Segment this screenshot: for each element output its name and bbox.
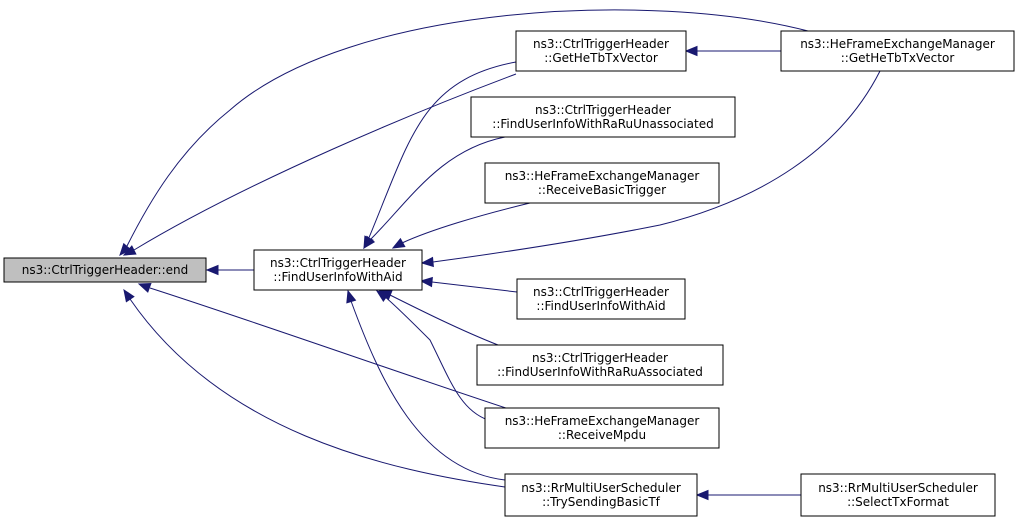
edge-findUnassoc-to-findAid	[363, 136, 506, 250]
arrowhead-icon	[363, 235, 376, 250]
node-findAid2[interactable]: ns3::CtrlTriggerHeader::FindUserInfoWith…	[516, 278, 686, 320]
node-box	[253, 249, 423, 291]
arrowhead-icon	[420, 256, 434, 268]
node-trySend[interactable]: ns3::RrMultiUserScheduler::TrySendingBas…	[504, 473, 698, 517]
node-label-line: ns3::CtrlTriggerHeader::end	[22, 263, 189, 277]
edge-findAssoc-to-findAid	[378, 290, 499, 346]
node-box	[470, 96, 736, 138]
node-label-line: ns3::CtrlTriggerHeader	[270, 256, 406, 270]
arrowhead-icon	[346, 289, 357, 304]
node-label-line: ns3::RrMultiUserScheduler	[521, 481, 681, 495]
edges-layer	[119, 9, 881, 501]
arrowhead-icon	[695, 489, 709, 501]
node-recvMpdu[interactable]: ns3::HeFrameExchangeManager::ReceiveMpdu	[484, 407, 720, 449]
node-label-line: ::ReceiveMpdu	[558, 428, 646, 442]
node-label-line: ns3::HeFrameExchangeManager	[505, 169, 700, 183]
edge-getHeTb-to-findAid	[363, 61, 517, 250]
arrowhead-icon	[375, 290, 390, 302]
node-findAid[interactable]: ns3::CtrlTriggerHeader::FindUserInfoWith…	[253, 249, 423, 291]
node-findUnassoc[interactable]: ns3::CtrlTriggerHeader::FindUserInfoWith…	[470, 96, 736, 138]
node-box	[3, 257, 207, 283]
edge-getHeTb-to-end	[122, 73, 517, 256]
node-label-line: ::GetHeTbTxVector	[544, 51, 658, 65]
node-label-line: ::FindUserInfoWithRaRuAssociated	[497, 365, 703, 379]
node-recvBasic[interactable]: ns3::HeFrameExchangeManager::ReceiveBasi…	[484, 162, 720, 204]
node-end: ns3::CtrlTriggerHeader::end	[3, 257, 207, 283]
node-label-line: ns3::CtrlTriggerHeader	[533, 285, 669, 299]
edge-heGetTb-to-end	[119, 9, 809, 257]
arrowhead-icon	[119, 242, 132, 257]
edge-selectTx-to-trySend	[695, 489, 801, 501]
edge-recvBasic-to-findAid	[391, 202, 531, 249]
arrowhead-icon	[684, 45, 698, 57]
edge-heGetTb-to-findAid	[420, 70, 881, 268]
arrowhead-icon	[123, 288, 135, 303]
node-box	[516, 278, 686, 320]
node-label-line: ns3::RrMultiUserScheduler	[818, 481, 978, 495]
node-getHeTb[interactable]: ns3::CtrlTriggerHeader::GetHeTbTxVector	[515, 30, 687, 72]
node-label-line: ::FindUserInfoWithAid	[536, 299, 665, 313]
node-box	[484, 407, 720, 449]
node-label-line: ns3::HeFrameExchangeManager	[505, 414, 700, 428]
node-box	[484, 162, 720, 204]
edge-trySend-to-end	[123, 288, 513, 489]
node-label-line: ::SelectTxFormat	[847, 495, 949, 509]
node-box	[515, 30, 687, 72]
edge-findAid2-to-findAid	[419, 276, 518, 293]
node-label-line: ::GetHeTbTxVector	[841, 51, 955, 65]
arrowhead-icon	[419, 276, 433, 288]
node-label-line: ns3::HeFrameExchangeManager	[800, 37, 995, 51]
node-heGetTb[interactable]: ns3::HeFrameExchangeManager::GetHeTbTxVe…	[780, 30, 1015, 72]
node-box	[800, 473, 996, 517]
node-label-line: ::FindUserInfoWithAid	[273, 270, 402, 284]
node-box	[476, 344, 724, 386]
arrowhead-icon	[205, 264, 219, 276]
node-label-line: ns3::CtrlTriggerHeader	[532, 351, 668, 365]
edge-recvMpdu-to-findAid	[375, 290, 489, 421]
edge-heGetTb-to-getHeTb	[684, 45, 781, 57]
node-selectTx[interactable]: ns3::RrMultiUserScheduler::SelectTxForma…	[800, 473, 996, 517]
node-label-line: ns3::CtrlTriggerHeader	[533, 37, 669, 51]
node-findAssoc[interactable]: ns3::CtrlTriggerHeader::FindUserInfoWith…	[476, 344, 724, 386]
node-label-line: ::FindUserInfoWithRaRuUnassociated	[492, 117, 713, 131]
edge-recvMpdu-to-end	[137, 283, 516, 412]
node-label-line: ::ReceiveBasicTrigger	[538, 183, 666, 197]
node-label-line: ::TrySendingBasicTf	[542, 495, 661, 509]
node-label-line: ns3::CtrlTriggerHeader	[535, 103, 671, 117]
arrowhead-icon	[391, 237, 406, 249]
edge-trySend-to-findAid	[346, 289, 506, 481]
arrowhead-icon	[137, 283, 152, 293]
node-box	[780, 30, 1015, 72]
node-box	[504, 473, 698, 517]
edge-findAid-to-end	[205, 264, 254, 276]
